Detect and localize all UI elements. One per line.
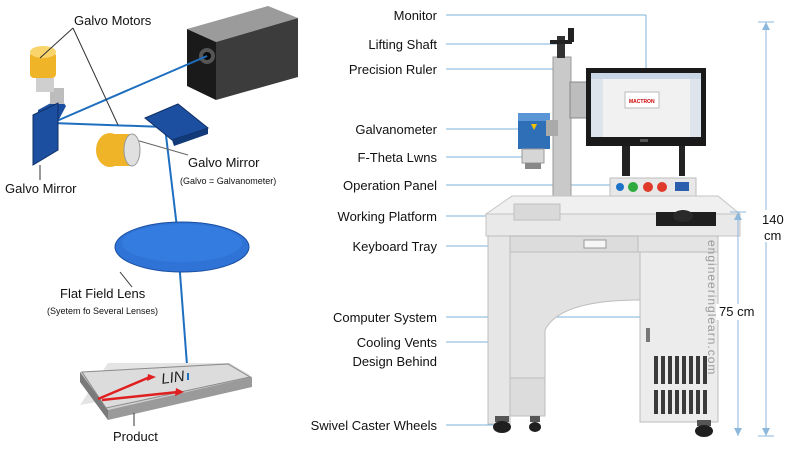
callout-label-monitor: Monitor [394, 8, 438, 23]
flat-field-lens-label: Flat Field Lens [60, 286, 146, 301]
callout-label-precision-ruler: Precision Ruler [349, 62, 438, 77]
table-height-label-bg [716, 304, 758, 320]
screen-brand: MACTRON [629, 99, 655, 105]
galvo-pointer-line [135, 139, 189, 156]
callout-label-operation-panel: Operation Panel [343, 178, 437, 193]
callout-label-cooling-vents-2: Design Behind [352, 354, 437, 369]
galvo-motors-label: Galvo Motors [74, 13, 152, 28]
total-height-value: 140 [762, 212, 784, 227]
laser-beam [51, 55, 208, 379]
callout-label-computer-system: Computer System [333, 310, 437, 325]
dimension-label-bg [758, 210, 792, 242]
galvo-mirror-left-plate [32, 102, 59, 166]
table-body [484, 195, 742, 437]
laser-source [187, 6, 298, 100]
cooling-vents [654, 356, 707, 414]
galvo-mirror-left-label: Galvo Mirror [5, 181, 77, 196]
galvo-mirror-right-label: Galvo Mirror [188, 155, 260, 170]
galvo-note-label: (Galvo = Galvanometer) [180, 176, 276, 186]
lens-note-label: (Syetem fo Several Lenses) [47, 306, 158, 316]
watermark: engineeringlearn.com [705, 240, 719, 375]
galvanometer-head [518, 113, 558, 169]
callout-label-keyboard-tray: Keyboard Tray [352, 239, 437, 254]
callout-label-working-platform: Working Platform [338, 209, 437, 224]
table-height-label: 75 cm [719, 304, 754, 319]
callout-label-caster-wheels: Swivel Caster Wheels [311, 418, 438, 433]
callout-label-f-theta: F-Theta Lwns [358, 150, 438, 165]
product-block: LIN [80, 363, 252, 420]
callout-label-lifting-shaft: Lifting Shaft [368, 37, 437, 52]
galvo-motor-2 [96, 133, 141, 167]
monitor: MACTRON [586, 68, 706, 176]
product-marking: LIN [160, 368, 186, 388]
callout-label-galvanometer: Galvanometer [355, 122, 437, 137]
total-height-unit: cm [764, 228, 781, 243]
caster-wheels [493, 416, 713, 437]
callout-label-cooling-vents: Cooling Vents [357, 335, 438, 350]
product-label: Product [113, 429, 158, 444]
operation-panel [609, 177, 697, 197]
